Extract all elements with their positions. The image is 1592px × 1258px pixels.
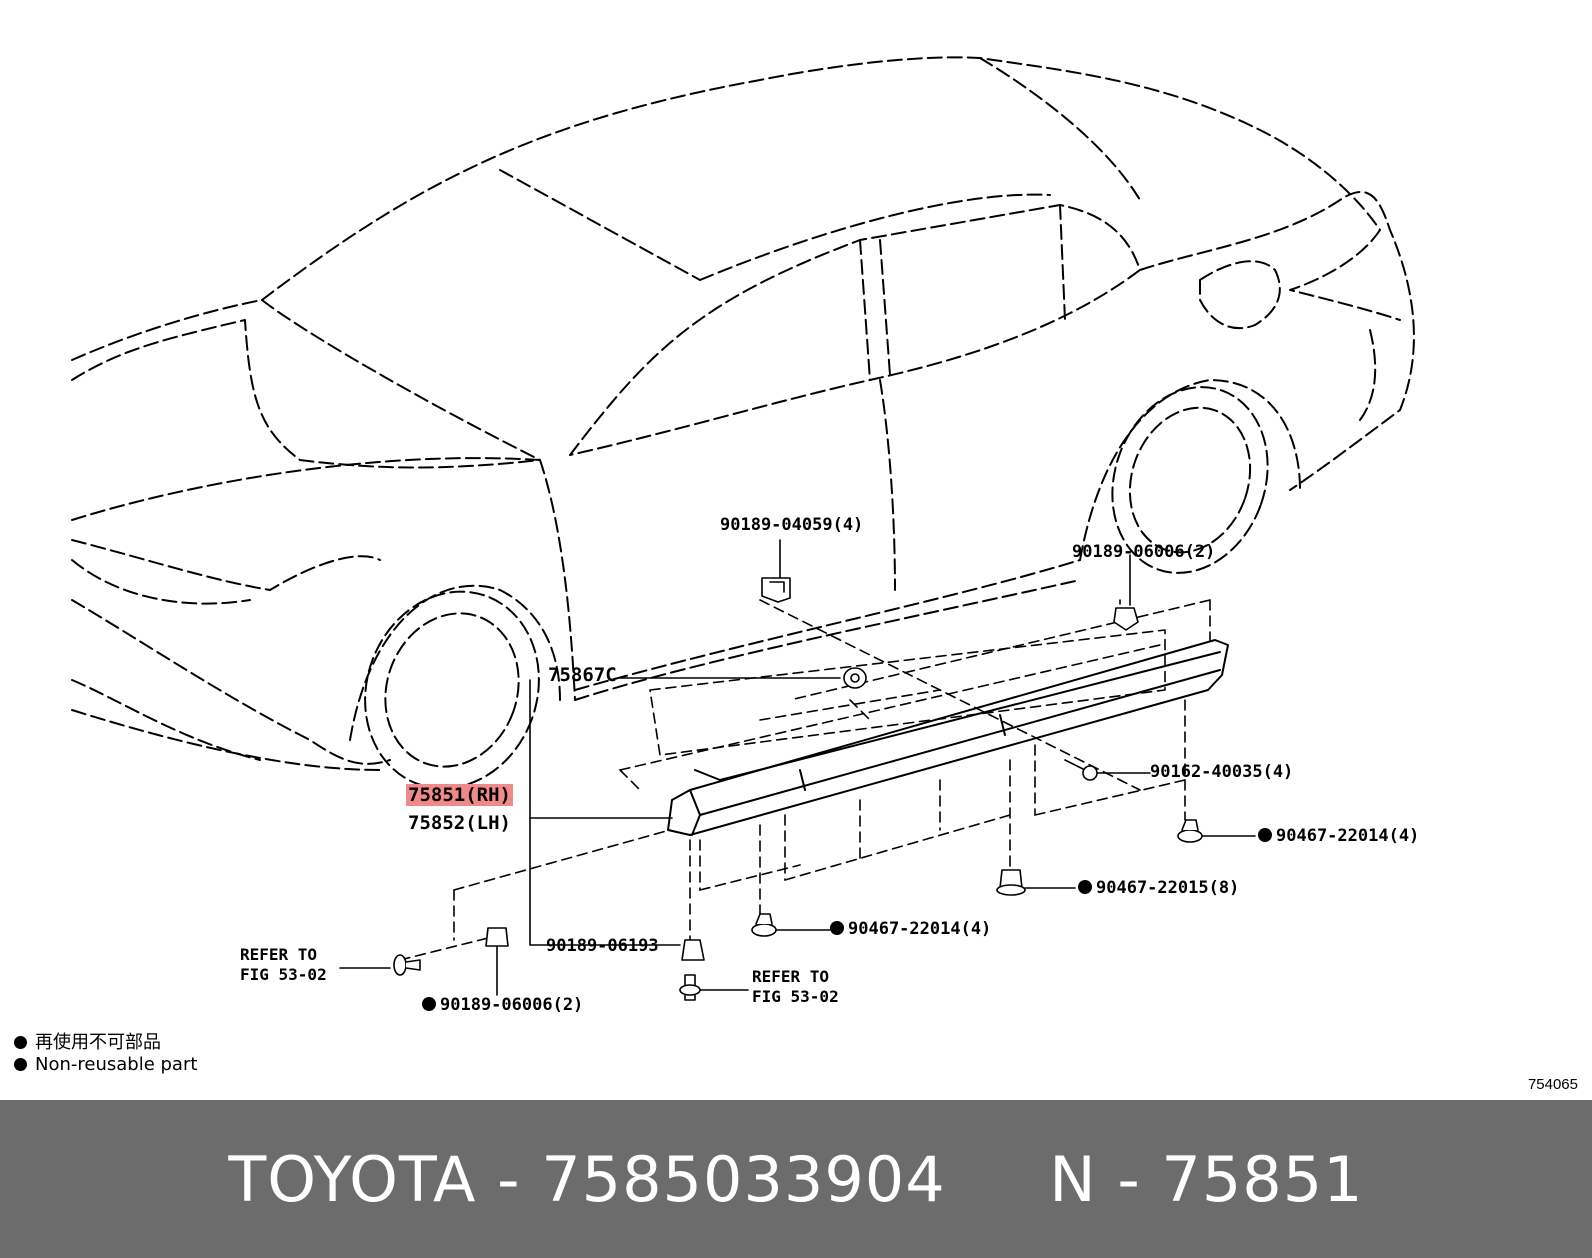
clip-90189-06193-icon: [681, 939, 705, 961]
label-text: 90467-22015(8): [1096, 878, 1240, 898]
car-outline: [71, 56, 1415, 790]
rocker-panel-part: [667, 639, 1229, 836]
footer-part-number: 7585033904: [541, 1142, 946, 1216]
car-side-sill-drawing: [71, 56, 1415, 1001]
bullet-dot-icon: [14, 1058, 27, 1071]
label-90189-06006-bottom[interactable]: 90189-06006(2): [422, 996, 583, 1014]
refer-mid-line1: REFER TO: [752, 967, 830, 986]
footer-separator: -: [497, 1142, 521, 1216]
label-75867c[interactable]: 75867C: [548, 664, 617, 686]
fasteners: [393, 577, 1203, 1001]
non-reusable-dot-icon: [1258, 828, 1272, 842]
non-reusable-dot-icon: [1078, 880, 1092, 894]
label-90467-22014-mid[interactable]: 90467-22014(4): [830, 920, 991, 938]
clip-90189-06006-bottom-icon: [485, 927, 509, 947]
bullet-dot-icon: [14, 1036, 27, 1049]
footer-ref: N - 75851: [1049, 1142, 1364, 1216]
nut-75867c-icon: [843, 667, 867, 689]
bolt-refer-left-icon: [393, 954, 421, 976]
clip-90467-22015-icon: [996, 869, 1026, 896]
guide-lines: [399, 599, 1211, 961]
clip-90189-04059-icon: [761, 577, 791, 603]
non-reusable-dot-icon: [422, 997, 436, 1011]
label-90467-22015[interactable]: 90467-22015(8): [1078, 879, 1239, 897]
refer-left-line2: FIG 53-02: [240, 965, 327, 984]
bolt-refer-mid-icon: [679, 974, 701, 1001]
highlight-75851: 75851(RH): [406, 784, 513, 806]
refer-fig-left[interactable]: REFER TO FIG 53-02: [240, 945, 327, 985]
label-75851-rh[interactable]: 75851(RH): [406, 784, 513, 806]
legend-english-text: Non-reusable part: [35, 1054, 198, 1075]
label-90162-40035[interactable]: 90162-40035(4): [1150, 762, 1294, 782]
label-90189-06006-top[interactable]: 90189-06006(2): [1072, 542, 1216, 562]
footer-title: TOYOTA - 7585033904 N - 75851: [228, 1143, 1363, 1216]
label-text: 90189-06006(2): [440, 995, 584, 1015]
refer-mid-line2: FIG 53-02: [752, 987, 839, 1006]
refer-left-line1: REFER TO: [240, 945, 318, 964]
clip-90467-22014-right-icon: [1177, 819, 1203, 843]
clip-90467-22014-mid-icon: [751, 913, 777, 937]
label-75852-lh[interactable]: 75852(LH): [408, 812, 511, 834]
label-text: 90467-22014(4): [848, 919, 992, 939]
figure-number: 754065: [1527, 1076, 1578, 1093]
label-text: 90467-22014(4): [1276, 826, 1420, 846]
legend-japanese: 再使用不可部品: [14, 1028, 161, 1054]
refer-fig-mid[interactable]: REFER TO FIG 53-02: [752, 967, 839, 1007]
footer-brand: TOYOTA: [228, 1142, 477, 1216]
parts-diagram: 90189-04059(4) 90189-06006(2) 75867C 901…: [14, 56, 1578, 1093]
non-reusable-dot-icon: [830, 921, 844, 935]
label-90467-22014-right[interactable]: 90467-22014(4): [1258, 827, 1419, 845]
clip-90189-06006-top-icon: [1113, 607, 1139, 631]
legend-english: Non-reusable part: [14, 1054, 197, 1075]
label-90189-06193[interactable]: 90189-06193: [546, 936, 659, 956]
footer-bar: TOYOTA - 7585033904 N - 75851: [0, 1100, 1592, 1258]
legend-japanese-text: 再使用不可部品: [35, 1032, 161, 1053]
screw-90162-40035-icon: [1064, 759, 1098, 781]
label-90189-04059[interactable]: 90189-04059(4): [720, 515, 864, 535]
